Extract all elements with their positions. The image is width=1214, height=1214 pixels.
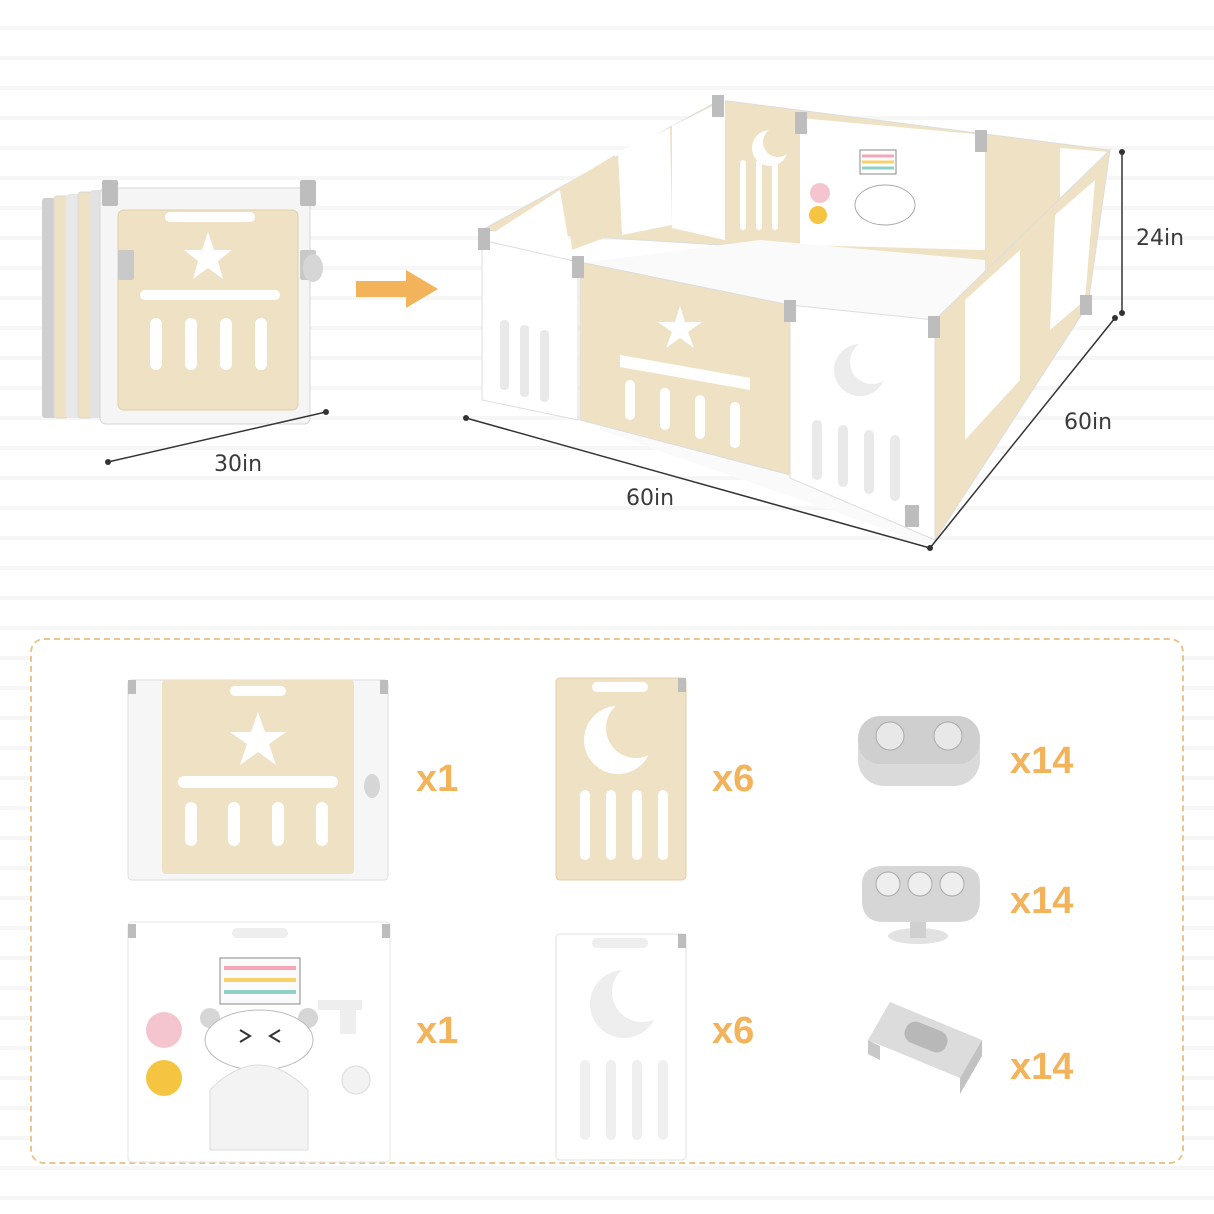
- double-connector-image: [858, 716, 980, 786]
- assembled-depth-label: 60in: [1064, 410, 1113, 435]
- folded-playpen: [42, 180, 323, 425]
- quantity-triple-base-connector: x14: [1010, 880, 1074, 922]
- quantity-gate-panel: x1: [416, 758, 459, 800]
- abacus-icon: [219, 957, 301, 1005]
- quantity-moon-panel-white: x6: [712, 1010, 755, 1052]
- star-icon: [230, 712, 286, 765]
- star-icon: [184, 232, 232, 279]
- bear-face-icon: [200, 1008, 318, 1071]
- gate-panel-image: [127, 679, 389, 881]
- abacus-icon: [859, 149, 897, 175]
- star-icon: [658, 306, 702, 348]
- quantity-double-connector: x14: [1010, 740, 1074, 782]
- moon-panel-white-image: [555, 933, 687, 1161]
- triple-base-connector-image: [862, 866, 980, 944]
- quantity-activity-panel: x1: [416, 1010, 459, 1052]
- bear-face-icon: [854, 184, 916, 226]
- wall-clip-image: [868, 1002, 982, 1094]
- assembled-playpen: [478, 95, 1111, 545]
- folded-width-label: 30in: [214, 452, 263, 477]
- quantity-moon-panel-beige: x6: [712, 758, 755, 800]
- moon-panel-beige-image: [555, 677, 687, 881]
- quantity-wall-clip: x14: [1010, 1046, 1074, 1088]
- activity-panel-image: [127, 921, 391, 1163]
- arrow-right-icon: [356, 270, 438, 308]
- height-label: 24in: [1136, 226, 1185, 251]
- assembled-length-label: 60in: [626, 486, 675, 511]
